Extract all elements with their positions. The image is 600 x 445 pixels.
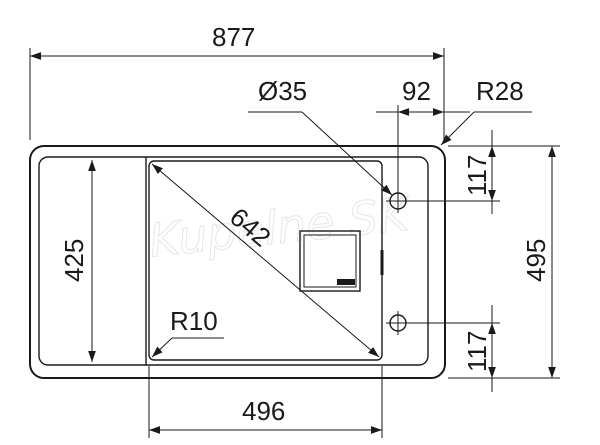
watermark-text: Kupelne SK <box>147 186 415 267</box>
dim-label-tap-bottom-offset: 117 <box>462 331 492 372</box>
sink-outer-outline <box>29 145 446 379</box>
tap-hole-top <box>386 189 410 213</box>
dim-label-tap-offset: 92 <box>402 76 431 106</box>
dim-label-outer-radius: R28 <box>476 76 524 106</box>
dim-label-drainer-depth: 425 <box>59 239 89 282</box>
leader-diameter-diag <box>301 111 393 196</box>
dim-line-642 <box>151 163 380 358</box>
dim-label-total-width: 877 <box>212 22 255 52</box>
leader-r28-diag <box>440 111 475 146</box>
drain-cover-mark <box>337 279 355 285</box>
dim-label-bowl-radius: R10 <box>170 306 218 336</box>
dim-label-bowl-width: 496 <box>242 396 285 426</box>
dim-label-tap-diameter: Ø35 <box>258 76 307 106</box>
dim-label-tap-top-offset: 117 <box>462 155 492 196</box>
sink-inner-outline <box>38 156 429 366</box>
dim-label-total-depth: 495 <box>521 239 551 282</box>
tap-hole-bottom <box>386 311 410 335</box>
leader-r10-diag <box>151 337 173 358</box>
